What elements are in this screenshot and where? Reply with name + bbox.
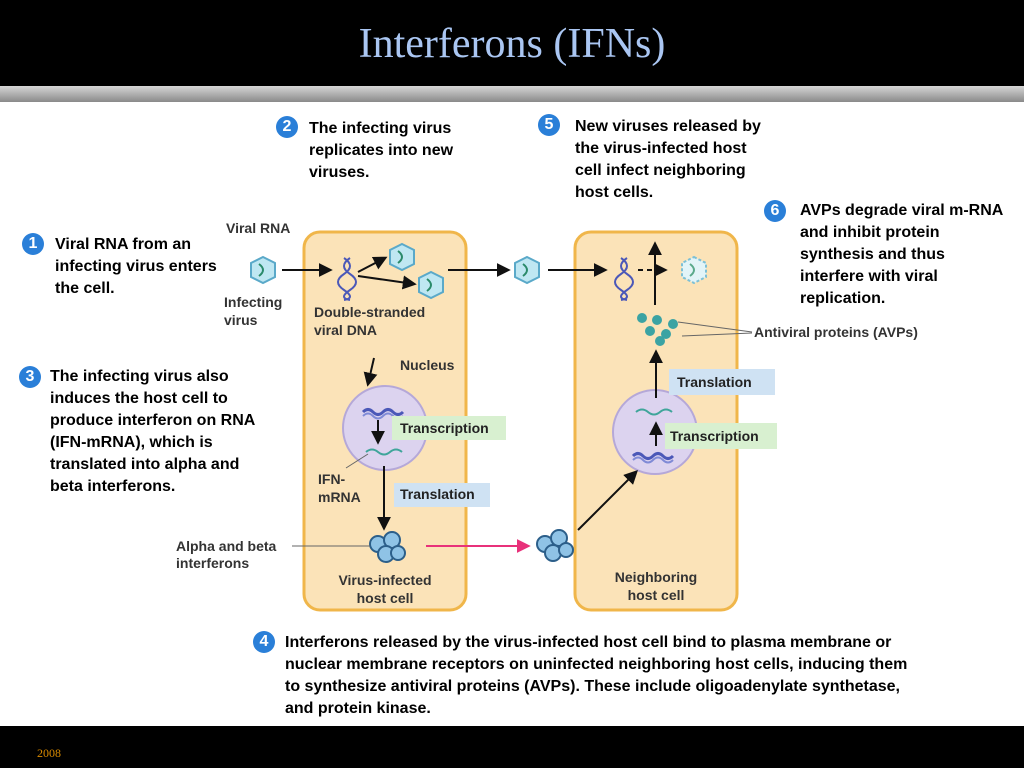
- step-2-text: The infecting virus replicates into new …: [309, 120, 454, 181]
- avps-label: Antiviral proteins (AVPs): [754, 324, 918, 340]
- leader-line: [677, 321, 753, 333]
- leader-line: [681, 332, 753, 337]
- step-2-badge: 2: [276, 116, 298, 138]
- interferon-icon: [369, 531, 406, 563]
- nuclear-dna-strand: [632, 456, 674, 464]
- dsdna-label: Double-stranded: [314, 304, 425, 320]
- translation-label: Translation: [400, 486, 475, 502]
- arrow: [357, 256, 388, 273]
- antiviral-protein-icon: [637, 313, 678, 346]
- arrow: [357, 275, 417, 290]
- page-title: Interferons (IFNs): [358, 21, 666, 67]
- step-5-badge: 5: [538, 114, 560, 136]
- nuclear-dna: [361, 408, 405, 416]
- infecting-virus-label-2: virus: [224, 312, 258, 328]
- step-1-badge: 1: [22, 233, 44, 255]
- dsdna-label-2: viral DNA: [314, 322, 377, 338]
- alpha-beta-label: Alpha and beta: [176, 538, 277, 554]
- infecting-virus-label: Infecting: [224, 294, 282, 310]
- step-6-text: AVPs degrade viral m-RNA and inhibit pro…: [800, 202, 1003, 307]
- translation-label-neighbor: Translation: [677, 374, 752, 390]
- title-divider: [0, 86, 1024, 102]
- virus-icon: [250, 255, 276, 285]
- dna-icon: [614, 257, 634, 301]
- nucleus-label: Nucleus: [400, 357, 455, 373]
- transcription-label: Transcription: [400, 420, 489, 436]
- arrow: [577, 470, 638, 531]
- ifn-mrna-label-2: mRNA: [318, 489, 361, 505]
- step-6-badge: 6: [764, 200, 786, 222]
- transcription-box-neighbor: [665, 423, 777, 449]
- infected-cell-label: Virus-infected: [338, 572, 431, 588]
- step-4-text: Interferons released by the virus-infect…: [285, 634, 908, 717]
- infected-cell-label-2: host cell: [357, 590, 414, 606]
- virus-icon: [389, 242, 415, 272]
- neighbor-cell-label-2: host cell: [628, 587, 685, 603]
- step-5-text: New viruses released by the virus-infect…: [575, 118, 761, 201]
- nuclear-dna: [631, 452, 675, 460]
- interferon-icon: [536, 529, 574, 562]
- alpha-beta-label-2: interferons: [176, 555, 249, 571]
- neighbor-cell-label: Neighboring: [615, 569, 697, 585]
- step-4-badge: 4: [253, 631, 275, 653]
- virus-icon: [418, 270, 444, 300]
- transcription-box: [392, 416, 506, 440]
- ifn-mrna: [365, 448, 403, 456]
- footer-bar: [0, 726, 1024, 768]
- arrow: [363, 357, 378, 387]
- transcription-label-neighbor: Transcription: [670, 428, 759, 444]
- avp-mrna: [635, 408, 673, 416]
- leader-line: [345, 453, 369, 469]
- dna-icon: [337, 257, 357, 301]
- ifn-mrna-label: IFN-: [318, 471, 346, 487]
- step-3-text: The infecting virus also induces the hos…: [50, 368, 255, 495]
- translation-box-neighbor: [669, 369, 775, 395]
- footer-year: 2008: [37, 746, 61, 760]
- translation-box: [394, 483, 490, 507]
- degraded-virus-icon: [681, 255, 707, 285]
- step-3-badge: 3: [19, 366, 41, 388]
- step-1-text: Viral RNA from an infecting virus enters…: [55, 236, 217, 297]
- virus-icon: [514, 255, 540, 285]
- title-bar: [0, 0, 1024, 86]
- viral-rna-label: Viral RNA: [226, 220, 290, 236]
